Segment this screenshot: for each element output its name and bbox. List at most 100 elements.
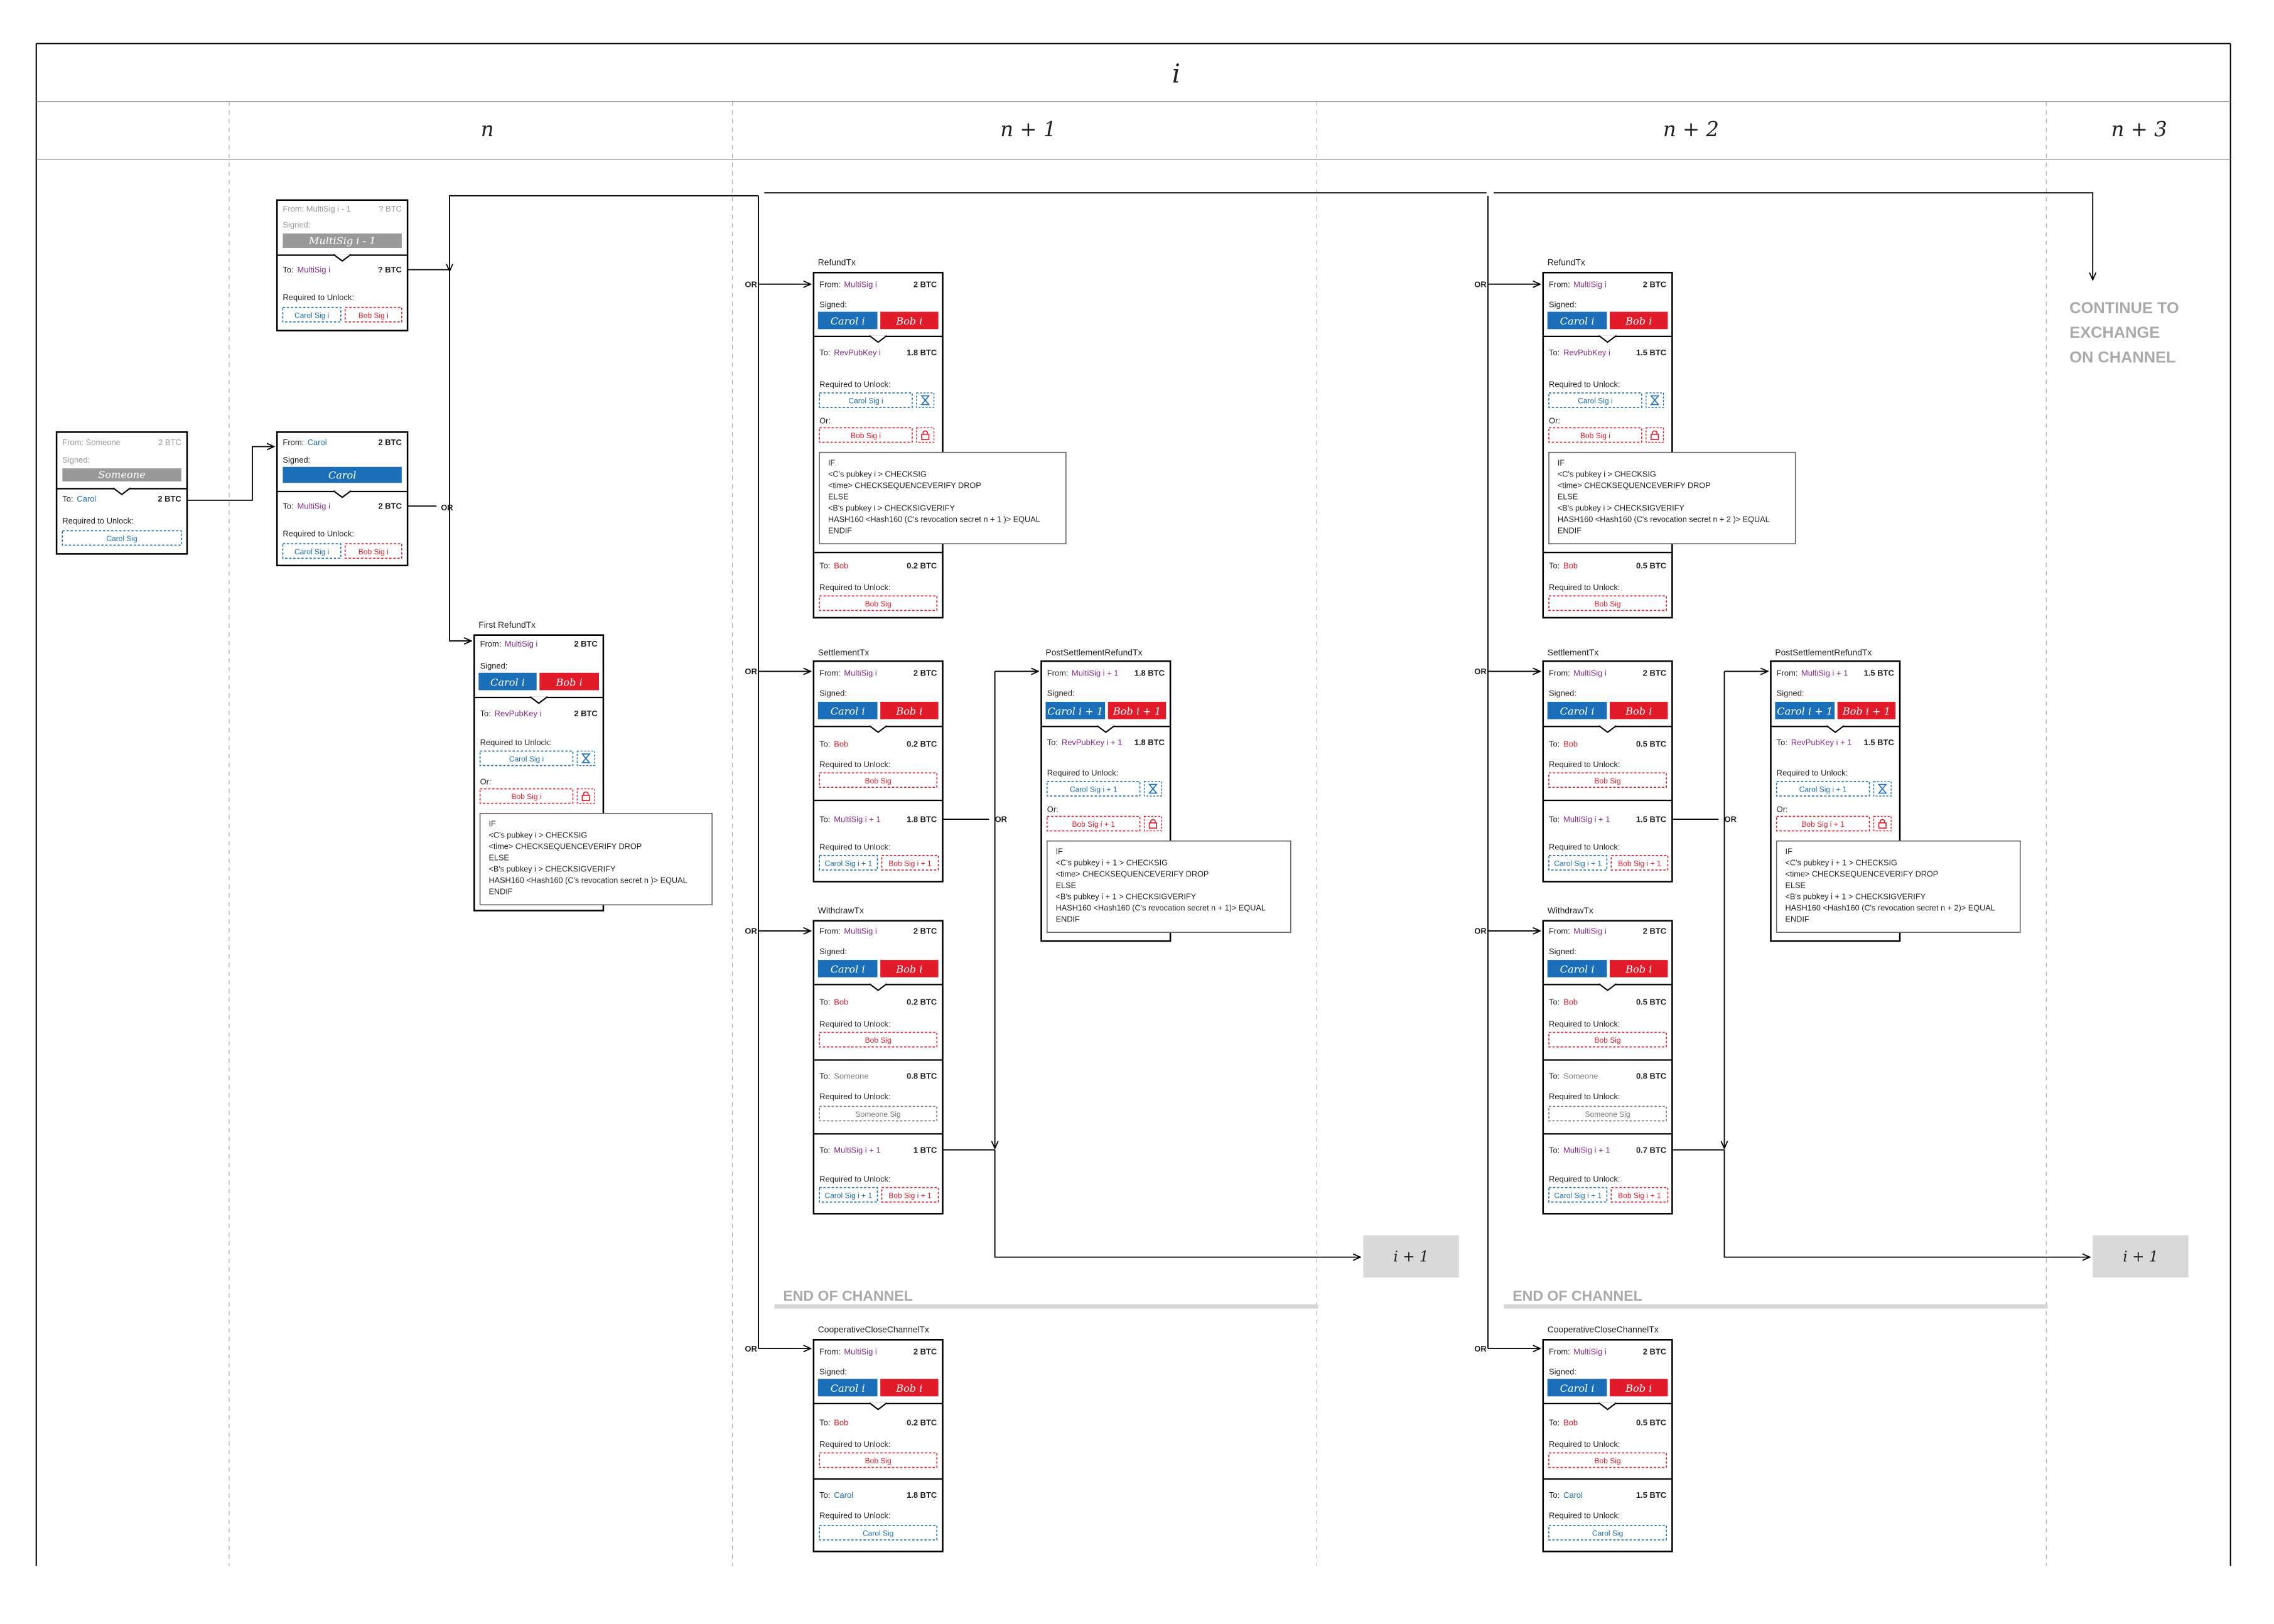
signature-notch <box>1826 725 1845 733</box>
required-sig-carol-box <box>479 750 574 766</box>
to-label: To: <box>819 1145 830 1154</box>
script-line: <C's pubkey i > CHECKSIG <box>1558 470 1656 478</box>
to-label: To: <box>819 739 830 749</box>
to-label: To: <box>1549 998 1560 1007</box>
signature-bob-bg <box>1610 701 1668 719</box>
signature-someone-bg <box>62 468 181 481</box>
amount: 2 BTC <box>913 1347 937 1356</box>
script-line: <B's pubkey i > CHECKSIGVERIFY <box>828 504 956 513</box>
signature-bob-bg <box>880 960 939 977</box>
from-name: MultiSig i <box>1573 927 1606 936</box>
amount: 0.5 BTC <box>1636 1418 1666 1428</box>
signed-label: Signed: <box>1047 689 1075 698</box>
signature-carol-bg <box>817 311 878 330</box>
script-line: ELSE <box>488 854 509 863</box>
script-line: <B's pubkey i > CHECKSIGVERIFY <box>488 865 616 874</box>
required-sig-bob: Bob Sig <box>865 1036 892 1045</box>
amount: 0.8 BTC <box>1636 1072 1666 1081</box>
script-line: HASH160 <Hash160 (C's revocation secret … <box>828 515 1040 524</box>
lock-shackle <box>1880 819 1885 823</box>
required-sig-bob: Bob Sig <box>865 600 892 608</box>
tx-title: RefundTx <box>1548 257 1585 267</box>
signature-notch <box>869 1402 888 1411</box>
signature-bob: Bob i + 1 <box>1837 701 1896 719</box>
signature-carol: Carol i <box>817 311 878 330</box>
signature-bob-text: Bob i <box>1625 964 1652 976</box>
required-sig-carol: Carol Sig <box>863 1529 893 1538</box>
required-label: Required to Unlock: <box>819 842 890 852</box>
required-sig-bob: Bob Sig <box>1595 1456 1621 1465</box>
signature-bob-bg <box>1610 311 1668 330</box>
signature-carol-bg <box>817 1379 878 1397</box>
from-label: From: <box>1549 279 1570 289</box>
recipient-name: Bob <box>834 739 848 749</box>
from-name: MultiSig i <box>844 927 876 936</box>
required-sig-bob: Bob Sig i <box>358 311 389 320</box>
required-label: Required to Unlock: <box>283 293 353 302</box>
signature-carol: Carol i <box>1547 1379 1607 1397</box>
required-sig-bob-box <box>1548 427 1642 443</box>
signature-bob: Bob i <box>880 960 939 977</box>
required-label: Required to Unlock: <box>62 516 133 525</box>
signature-notch <box>1598 983 1617 991</box>
from-name: MultiSig i <box>1573 668 1606 677</box>
required-sig-carol-box <box>62 530 182 546</box>
signature-carol-bg <box>817 960 878 977</box>
script-line: <C's pubkey i + 1 > CHECKSIG <box>1056 859 1168 868</box>
signature-bob: Bob i <box>880 311 939 330</box>
signed-label: Signed: <box>480 661 508 670</box>
amount: 1.8 BTC <box>907 1490 937 1500</box>
amount: 1.5 BTC <box>1864 738 1894 747</box>
required-label: Required to Unlock: <box>1047 768 1118 778</box>
signature-carol-bg <box>1775 701 1835 719</box>
hourglass-icon <box>920 395 930 406</box>
signature-someone: Someone <box>62 468 181 481</box>
required-sig-bob: Bob Sig <box>1595 600 1621 608</box>
previous-tx-box <box>276 199 409 331</box>
signature-carol-text: Carol i <box>831 964 865 976</box>
to-label: To: <box>1549 1145 1560 1154</box>
signature-bob-text: Bob i <box>895 705 922 717</box>
to-label: To: <box>1549 348 1560 357</box>
lock-icon-box <box>1143 815 1162 832</box>
required-sig-bob: Bob Sig i + 1 <box>1618 859 1661 868</box>
signature-carol: Carol i <box>478 672 537 691</box>
required-label: Required to Unlock: <box>283 529 353 539</box>
required-sig-bob-box <box>1610 854 1669 871</box>
cooperative-close-box <box>1542 1339 1673 1552</box>
script-line: HASH160 <Hash160 (C's revocation secret … <box>1056 904 1266 913</box>
to-label: To: <box>819 815 830 824</box>
signature-carol-text: Carol i <box>831 705 865 717</box>
signature-notch <box>869 725 888 733</box>
end-of-channel-label: END OF CHANNEL <box>1512 1288 1642 1304</box>
signature-bob-bg <box>1107 701 1167 719</box>
script-line: HASH160 <Hash160 (C's revocation secret … <box>488 876 687 885</box>
signature-carol-text: Carol i + 1 <box>1047 705 1103 717</box>
required-sig-carol: Carol Sig <box>1592 1529 1623 1538</box>
recipient-name: RevPubKey i <box>834 348 881 357</box>
script-line: <time> CHECKSEQUENCEVERIFY DROP <box>488 842 642 851</box>
required-label: Required to Unlock: <box>1549 1175 1620 1184</box>
required-label: Required to Unlock: <box>819 1019 890 1028</box>
signed-label: Signed: <box>1549 947 1576 956</box>
signature-carol: Carol i + 1 <box>1775 701 1835 719</box>
required-label: Required to Unlock: <box>819 380 890 389</box>
signature-carol: Carol <box>283 466 402 483</box>
signature-bob: Bob i <box>1610 960 1668 977</box>
required-sig-bob-box <box>1046 815 1141 832</box>
amount: 2 BTC <box>1643 279 1666 289</box>
signed-label: Signed: <box>62 455 90 465</box>
amount: 2 BTC <box>158 494 181 503</box>
required-sig-bob: Bob Sig i + 1 <box>1801 820 1845 829</box>
tx-title: CooperativeCloseChannelTx <box>818 1325 929 1335</box>
from-label: From: <box>283 438 304 447</box>
required-sig-someone: Someone Sig <box>1585 1110 1630 1119</box>
required-label: Required to Unlock: <box>1549 1510 1620 1520</box>
signature-bob-text: Bob i <box>556 676 583 688</box>
script-line: ENDIF <box>1056 915 1080 924</box>
signature-notch <box>869 335 888 343</box>
amount: 0.2 BTC <box>907 739 937 749</box>
script-line: <B's pubkey i > CHECKSIGVERIFY <box>1558 504 1685 513</box>
